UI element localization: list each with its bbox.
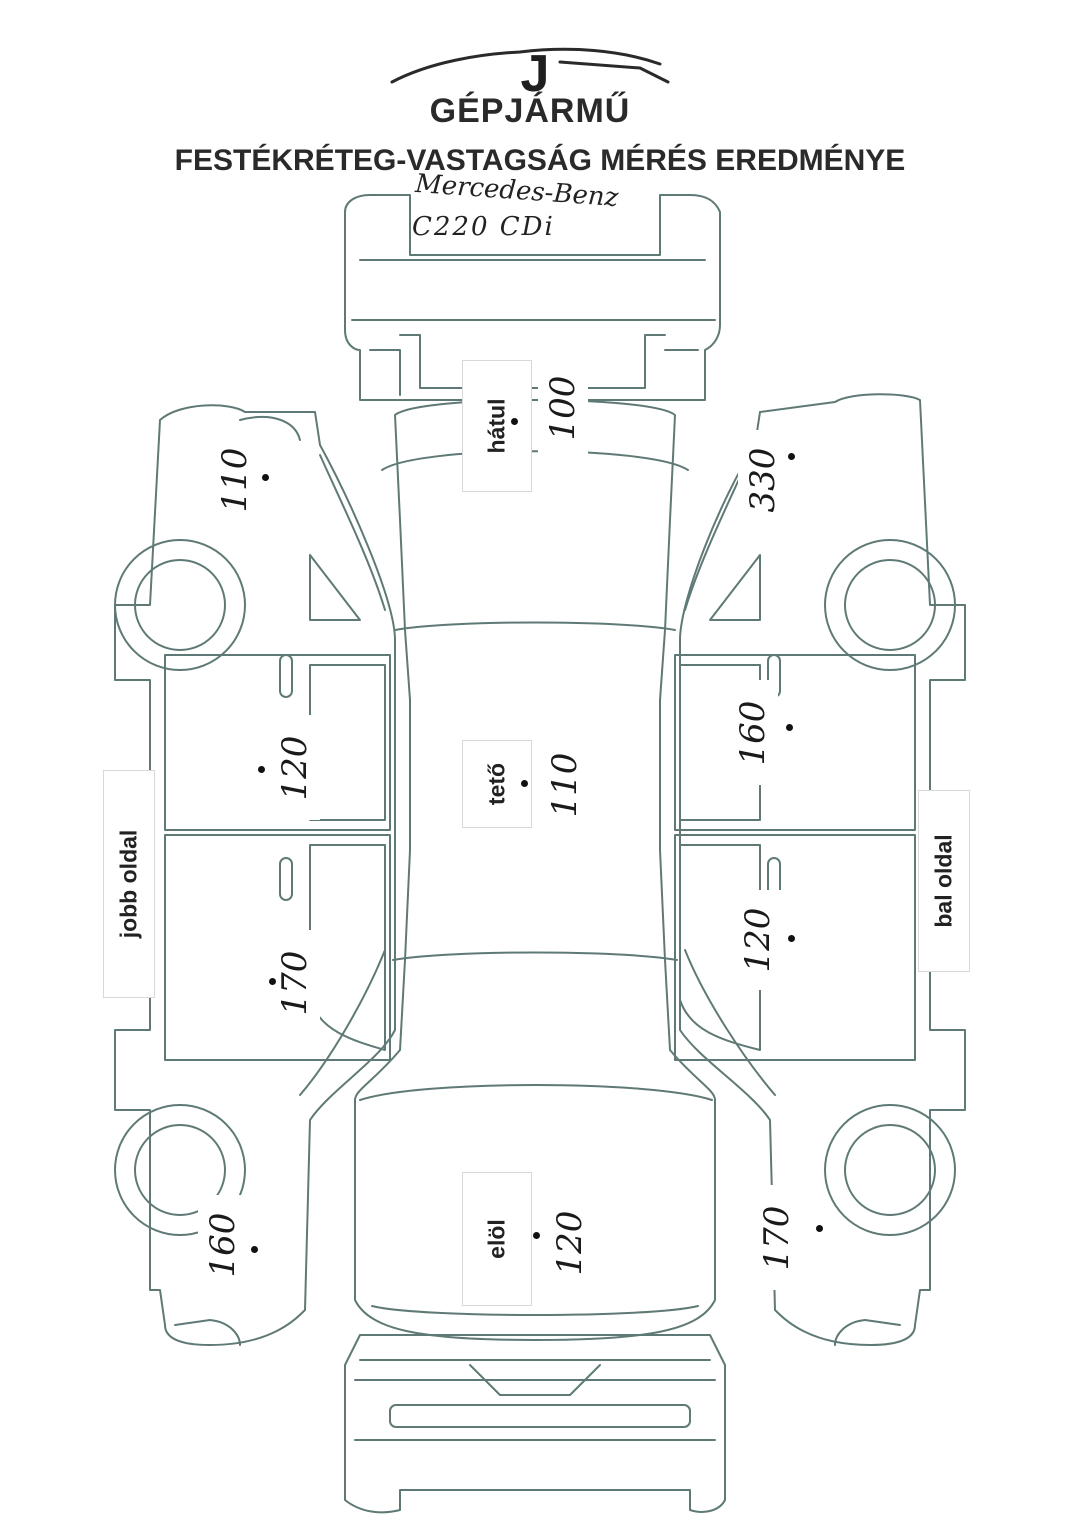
measure-point-right-rear-door	[258, 766, 265, 773]
left-side-outline	[674, 393, 966, 1346]
reading-left-rear-door: 160	[728, 680, 778, 785]
reading-roof: 110	[540, 730, 590, 840]
reading-left-front-fender-value: 170	[757, 1205, 797, 1270]
reading-right-front-door-value: 170	[275, 950, 315, 1015]
reading-right-rear-door-value: 120	[275, 735, 315, 800]
reading-left-front-door: 120	[733, 890, 783, 990]
roof-label: tető	[483, 762, 510, 806]
reading-front: 120	[545, 1188, 595, 1298]
right-side-label: jobb oldal	[115, 829, 142, 939]
page-title: FESTÉKRÉTEG-VASTAGSÁG MÉRÉS EREDMÉNYE	[174, 144, 906, 177]
reading-right-rear-door: 120	[270, 715, 320, 820]
rear-label-box: hátul	[462, 360, 532, 492]
reading-front-value: 120	[550, 1210, 590, 1276]
reading-roof-value: 110	[545, 752, 585, 818]
measure-point-right-front-fender	[251, 1246, 258, 1253]
reading-right-rear-fender: 110	[210, 430, 260, 530]
rear-view-outline	[344, 194, 721, 401]
left-side-label-box: bal oldal	[918, 790, 970, 972]
measure-point-right-front-door	[269, 978, 276, 985]
reading-left-rear-fender-value: 330	[743, 447, 783, 513]
measure-point-left-rear-fender	[788, 453, 795, 460]
logo-car-swoosh	[390, 47, 670, 84]
reading-left-rear-fender: 330	[738, 430, 788, 530]
front-label: elöl	[483, 1219, 510, 1259]
reading-rear: 100	[538, 360, 588, 455]
measure-point-roof	[521, 780, 528, 787]
measure-point-left-rear-door	[786, 724, 793, 731]
reading-right-rear-fender-value: 110	[215, 447, 255, 513]
vehicle-model: C220 CDi	[412, 212, 555, 242]
measure-point-left-front-door	[788, 935, 795, 942]
car-top-outline	[354, 399, 716, 1341]
left-side-label: bal oldal	[930, 834, 957, 928]
right-side-label-box: jobb oldal	[103, 770, 155, 998]
rear-label: hátul	[483, 398, 510, 454]
logo-letter: J	[520, 45, 550, 103]
front-label-box: elöl	[462, 1172, 532, 1306]
reading-right-front-fender-value: 160	[203, 1212, 243, 1278]
measure-point-front	[533, 1232, 540, 1239]
measure-point-right-rear-fender	[262, 474, 269, 481]
front-view-outline	[344, 1334, 726, 1514]
roof-label-box: tető	[462, 740, 532, 828]
reading-right-front-fender: 160	[198, 1195, 248, 1295]
reading-right-front-door: 170	[270, 930, 320, 1035]
right-side-outline	[114, 404, 396, 1346]
brand-name: GÉPJÁRMŰ	[429, 92, 631, 130]
reading-left-front-fender: 170	[752, 1185, 802, 1290]
reading-left-rear-door-value: 160	[733, 700, 773, 765]
measure-point-left-front-fender	[816, 1225, 823, 1232]
reading-rear-value: 100	[543, 375, 583, 440]
reading-left-front-door-value: 120	[738, 907, 778, 973]
measure-point-rear	[511, 418, 518, 425]
